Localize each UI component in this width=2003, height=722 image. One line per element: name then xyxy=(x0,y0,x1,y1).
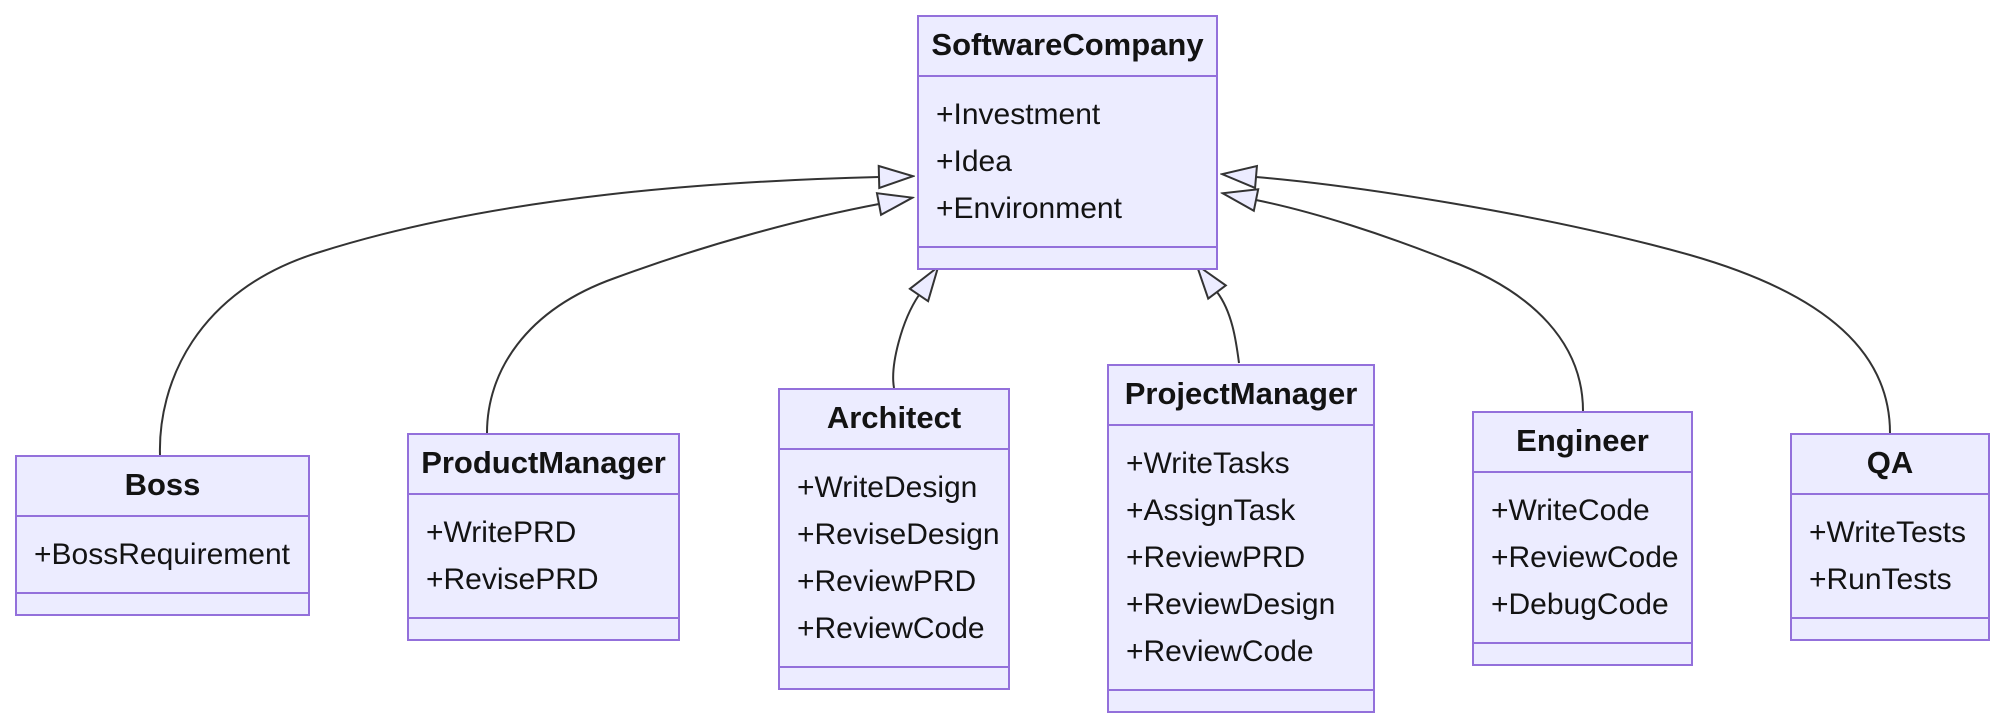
class-attribute: +RunTests xyxy=(1809,563,1952,596)
class-attributes: +BossRequirement xyxy=(17,517,308,594)
class-attribute: +ReviewCode xyxy=(1126,635,1314,668)
class-box-boss: Boss +BossRequirement xyxy=(15,455,310,616)
class-attributes: +WriteCode +ReviewCode +DebugCode xyxy=(1474,473,1691,644)
methods-compartment xyxy=(780,668,1008,688)
class-title: ProductManager xyxy=(409,435,678,495)
class-attribute: +RevisePRD xyxy=(426,563,599,596)
class-attribute: +WriteTests xyxy=(1809,516,1966,549)
class-title: SoftwareCompany xyxy=(919,17,1216,77)
methods-compartment xyxy=(1109,691,1373,711)
methods-compartment xyxy=(1792,619,1988,639)
class-attributes: +WriteTasks +AssignTask +ReviewPRD +Revi… xyxy=(1109,426,1373,691)
class-attribute: +ReviewCode xyxy=(797,612,985,645)
class-attribute: +BossRequirement xyxy=(34,538,290,571)
class-attributes: +Investment +Idea +Environment xyxy=(919,77,1216,248)
class-attribute: +ReviewPRD xyxy=(1126,541,1306,574)
methods-compartment xyxy=(17,594,308,614)
class-attribute: +WriteDesign xyxy=(797,471,978,504)
class-box-qa: QA +WriteTests +RunTests xyxy=(1790,433,1990,641)
class-box-productmanager: ProductManager +WritePRD +RevisePRD xyxy=(407,433,680,641)
class-attribute: +AssignTask xyxy=(1126,494,1296,527)
class-attribute: +ReviewDesign xyxy=(1126,588,1336,621)
methods-compartment xyxy=(1474,644,1691,664)
class-attribute: +ReviseDesign xyxy=(797,518,1000,551)
inheritance-edge-projectmanager xyxy=(1217,292,1240,364)
class-title: ProjectManager xyxy=(1109,366,1373,426)
class-attribute: +Idea xyxy=(936,145,1012,178)
class-attribute: +WriteCode xyxy=(1491,494,1650,527)
class-attribute: +ReviewCode xyxy=(1491,541,1679,574)
class-box-projectmanager: ProjectManager +WriteTasks +AssignTask +… xyxy=(1107,364,1375,713)
class-attributes: +WritePRD +RevisePRD xyxy=(409,495,678,619)
class-attribute: +WritePRD xyxy=(426,516,577,549)
class-title: QA xyxy=(1792,435,1988,495)
class-box-softwarecompany: SoftwareCompany +Investment +Idea +Envir… xyxy=(917,15,1218,270)
class-attribute: +ReviewPRD xyxy=(797,565,977,598)
class-title: Architect xyxy=(780,390,1008,450)
class-title: Boss xyxy=(17,457,308,517)
class-attributes: +WriteTests +RunTests xyxy=(1792,495,1988,619)
class-box-engineer: Engineer +WriteCode +ReviewCode +DebugCo… xyxy=(1472,411,1693,666)
class-attribute: +Environment xyxy=(936,192,1122,225)
class-box-architect: Architect +WriteDesign +ReviseDesign +Re… xyxy=(778,388,1010,690)
methods-compartment xyxy=(919,248,1216,268)
methods-compartment xyxy=(409,619,678,639)
inheritance-edge-architect xyxy=(892,295,919,389)
class-attributes: +WriteDesign +ReviseDesign +ReviewPRD +R… xyxy=(780,450,1008,668)
class-title: Engineer xyxy=(1474,413,1691,473)
class-attribute: +WriteTasks xyxy=(1126,447,1290,480)
class-attribute: +DebugCode xyxy=(1491,588,1669,621)
inheritance-edge-boss xyxy=(158,177,879,456)
class-attribute: +Investment xyxy=(936,98,1101,131)
